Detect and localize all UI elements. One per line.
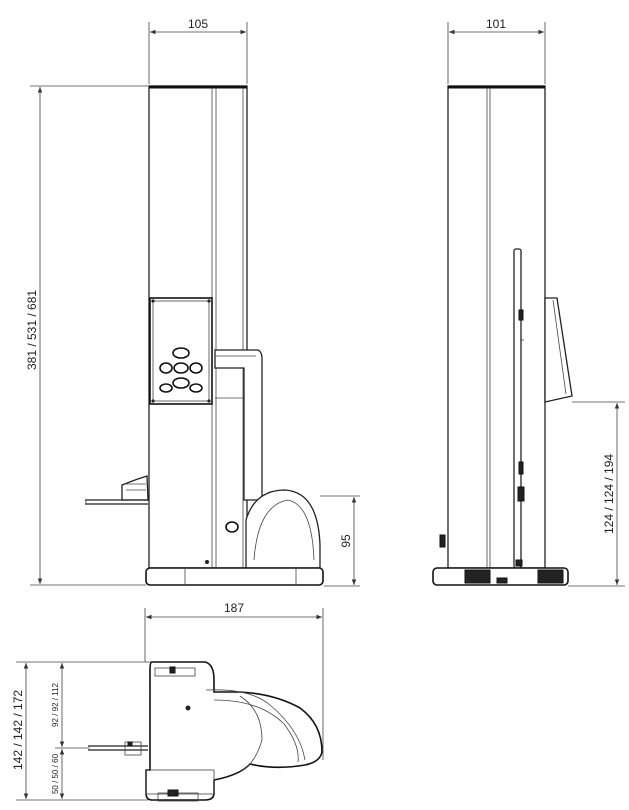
dim-top-width: 187 [224, 601, 244, 615]
dim-side-width: 101 [486, 17, 506, 31]
top-view: 187 142 / 142 / 172 92 / 92 / 112 50 / 5… [11, 601, 324, 802]
dim-front-width: 105 [188, 17, 208, 31]
front-view: 105 381 / 531 / 681 [25, 17, 360, 587]
dim-top-depth-mid: 92 / 92 / 112 [51, 683, 60, 727]
dim-top-depth-small: 50 / 50 / 60 [51, 753, 60, 794]
side-view: 101 124 / 124 / 194 [432, 17, 625, 587]
dim-total-height: 381 / 531 / 681 [25, 290, 39, 370]
dim-base-height: 95 [339, 534, 353, 548]
dim-side-height: 124 / 124 / 194 [602, 454, 616, 534]
keypad-buttons [159, 347, 203, 393]
dim-top-depth: 142 / 142 / 172 [11, 690, 25, 770]
